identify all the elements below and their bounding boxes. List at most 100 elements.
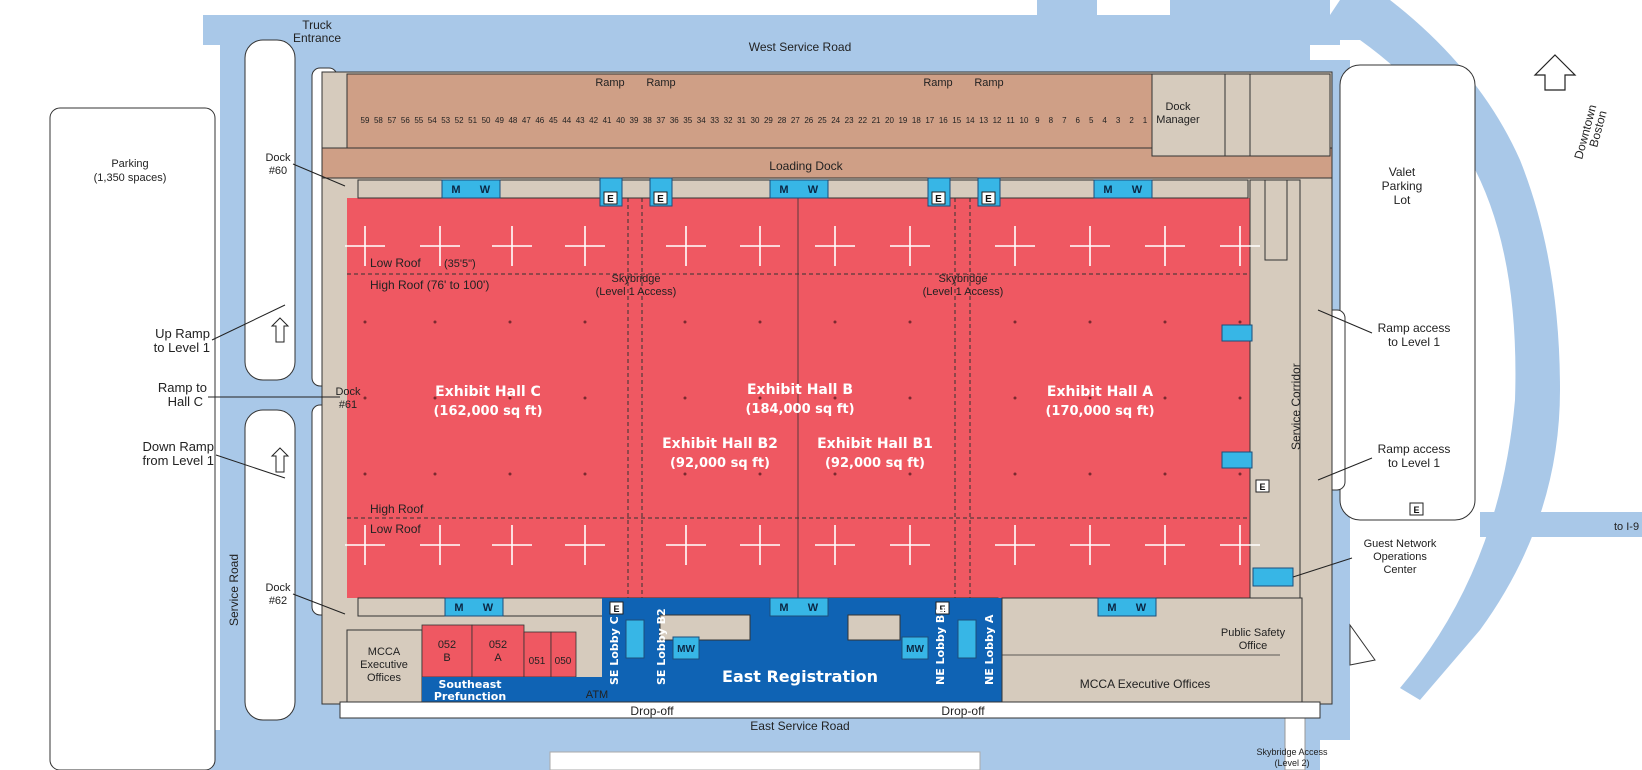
dock-number: 36 <box>670 116 679 125</box>
elevator-icon: E <box>985 194 992 205</box>
gno-leader <box>1292 557 1353 578</box>
public-safety-label-1: Public Safety <box>1221 627 1286 639</box>
column-plus-marker <box>1220 525 1260 565</box>
top-ramp-label-2: Ramp <box>646 77 675 89</box>
high-roof-bottom-label: High Roof <box>370 502 424 516</box>
dock-number: 35 <box>683 116 692 125</box>
men-restroom-icon: M <box>1103 184 1112 196</box>
dock-number: 32 <box>724 116 733 125</box>
men-restroom-icon: M <box>1107 602 1116 614</box>
truck-entrance-label-1: Truck <box>302 18 333 32</box>
dock-number: 10 <box>1020 116 1029 125</box>
dock-number: 38 <box>643 116 652 125</box>
elevator-small: E <box>935 601 950 615</box>
women-restroom-icon: W <box>808 602 819 614</box>
room-051-label: 051 <box>529 656 546 667</box>
dock-61-label-1: Dock <box>335 386 361 398</box>
dock-number: 24 <box>831 116 840 125</box>
valet-label-2: Parking <box>1382 179 1423 193</box>
truck-entrance-label-2: Entrance <box>293 31 341 45</box>
hall-a-name: Exhibit Hall A <box>1047 384 1153 400</box>
dock-number: 58 <box>374 116 383 125</box>
dock-number: 8 <box>1049 116 1054 125</box>
dock-number: 28 <box>777 116 786 125</box>
island-north <box>244 39 296 381</box>
dock-number: 45 <box>549 116 558 125</box>
column-dot <box>583 396 587 400</box>
hall-b-name: Exhibit Hall B <box>747 382 853 398</box>
dock-number: 37 <box>656 116 665 125</box>
dock-number: 43 <box>576 116 585 125</box>
se-lobby-b2-label: SE Lobby B2 <box>655 608 668 685</box>
column-dot <box>908 396 912 400</box>
dock-number: 52 <box>455 116 464 125</box>
escalator-hall-a-north <box>1221 324 1253 342</box>
hall-a-size: (170,000 sq ft) <box>1045 404 1154 419</box>
column-dot <box>583 320 587 324</box>
island-south <box>244 409 296 721</box>
column-plus-marker <box>420 226 460 266</box>
truck-dock-bays <box>346 73 1153 157</box>
column-dot <box>833 396 837 400</box>
escalator-se-lobby <box>625 619 645 659</box>
men-restroom-icon: M <box>451 184 460 196</box>
column-plus-marker <box>1070 525 1110 565</box>
elevator-icon: E <box>939 604 945 614</box>
dock-number: 54 <box>428 116 437 125</box>
dock-number: 5 <box>1089 116 1094 125</box>
column-plus-marker <box>890 525 930 565</box>
mcca-exec-west-2: Executive <box>360 659 408 671</box>
skybridge-access-label-2: (Level 2) <box>1274 758 1309 768</box>
dock-number: 11 <box>1006 116 1015 125</box>
column-plus-marker <box>1145 525 1185 565</box>
ramp-hall-c-label-2: Hall C <box>168 394 203 409</box>
column-dot <box>1013 396 1017 400</box>
room-052a-1: 052 <box>489 639 507 651</box>
dropoff-curb <box>339 701 1321 719</box>
skybridge-a-label: Skybridge <box>939 273 988 285</box>
ramp-access-2-leader <box>1317 457 1373 481</box>
column-plus-marker <box>815 226 855 266</box>
women-restroom-icon: W <box>808 184 819 196</box>
dock-number: 25 <box>818 116 827 125</box>
low-roof-bottom-label: Low Roof <box>370 522 421 536</box>
column-dot <box>508 396 512 400</box>
ramp-hall-c-label-1: Ramp to <box>158 380 207 395</box>
column-plus-marker <box>1220 226 1260 266</box>
escalator-ne-lobby <box>957 619 977 659</box>
service-corridor-label: Service Corridor <box>1289 363 1303 450</box>
escalator-hall-a-south <box>1221 451 1253 469</box>
hall-b2-name: Exhibit Hall B2 <box>662 436 778 452</box>
parking-spaces-label: (1,350 spaces) <box>94 172 167 184</box>
column-dot <box>1013 472 1017 476</box>
dock-62-label-2: #62 <box>269 595 287 607</box>
elevator-small: E <box>609 601 624 615</box>
loading-dock-label: Loading Dock <box>769 159 843 173</box>
dock-number: 12 <box>993 116 1002 125</box>
exhibit-hall-floor <box>347 198 1255 598</box>
low-roof-height-label: (35'5") <box>444 258 476 270</box>
hall-c-name: Exhibit Hall C <box>435 384 541 400</box>
mcca-exec-offices-west <box>346 629 423 703</box>
dock-number: 42 <box>589 116 598 125</box>
elevator-icon: E <box>935 194 942 205</box>
column-dot <box>1238 472 1242 476</box>
dock-manager-label-2: Manager <box>1156 114 1200 126</box>
men-restroom-icon: M <box>454 602 463 614</box>
dock-number: 48 <box>508 116 517 125</box>
room-052b-2: B <box>443 652 450 664</box>
column-plus-marker <box>995 525 1035 565</box>
ramp-access-1a: Ramp access <box>1378 321 1451 335</box>
dock-number: 46 <box>535 116 544 125</box>
public-safety-label-2: Office <box>1239 640 1268 652</box>
dock-number: 2 <box>1129 116 1134 125</box>
ramp-access-1-leader <box>1317 309 1373 334</box>
hall-b2-size: (92,000 sq ft) <box>670 456 770 471</box>
column-dot <box>1163 396 1167 400</box>
dock-number: 14 <box>966 116 975 125</box>
dock-number: 39 <box>630 116 639 125</box>
dock-number: 59 <box>361 116 370 125</box>
dock-number: 34 <box>697 116 706 125</box>
atm-label: ATM <box>586 689 608 701</box>
ne-lobby-a-label: NE Lobby A <box>983 614 996 685</box>
